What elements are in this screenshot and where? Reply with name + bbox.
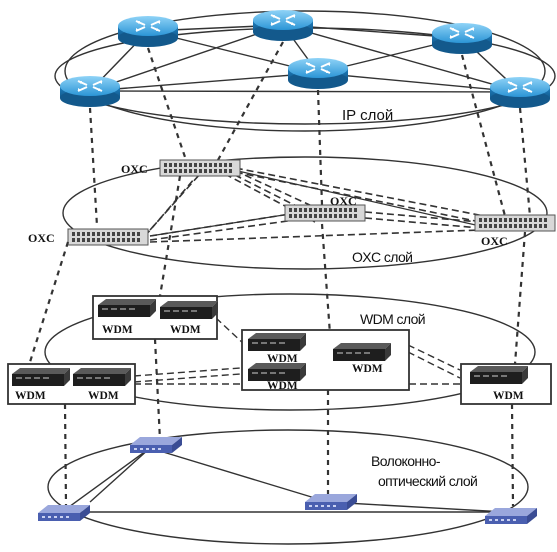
oxc-switch-icon — [474, 214, 556, 232]
oxc-label-1: OXC — [121, 162, 148, 176]
fiber-switch-icon — [130, 437, 182, 453]
oxc-switch-icon — [67, 228, 149, 246]
wdm-to-fiber-links — [63, 338, 515, 507]
wdm-device-icon — [73, 368, 131, 386]
fiber-switch-icon — [305, 494, 357, 510]
oxc-label-3: OXC — [28, 231, 55, 245]
wdm-device-icon — [333, 343, 391, 361]
ip-routers — [59, 9, 551, 109]
oxc-label-2: OXC — [330, 194, 357, 208]
wdm-layer-ring — [44, 293, 536, 411]
wdm-device-icon — [98, 299, 156, 317]
wdm-label-1: WDM — [102, 324, 133, 336]
wdm-device-icon — [470, 366, 528, 384]
wdm-label-8: WDM — [493, 390, 524, 402]
wdm-label-5: WDM — [267, 380, 298, 392]
wdm-label-3: WDM — [267, 353, 298, 365]
wdm-label-4: WDM — [352, 363, 383, 375]
wdm-device-icon — [248, 363, 306, 381]
fiber-layer-label-2: оптический слой — [378, 473, 477, 489]
wdm-layer — [44, 293, 536, 411]
ip-to-oxc-links — [88, 41, 532, 227]
oxc-layer-ring — [62, 156, 548, 270]
router-icon — [287, 57, 349, 90]
fiber-layer-ring — [47, 429, 529, 545]
wdm-device-icon — [12, 368, 70, 386]
wdm-layer-label: WDM слой — [360, 311, 425, 327]
router-icon — [59, 75, 121, 108]
ip-layer-ring — [64, 10, 546, 132]
fiber-switch-icon — [485, 508, 537, 524]
router-icon — [489, 76, 551, 109]
router-icon — [431, 22, 493, 55]
wdm-label-7: WDM — [88, 390, 119, 402]
router-icon — [252, 9, 314, 42]
ip-layer-label: IP слой — [342, 107, 393, 124]
fiber-layer — [47, 429, 529, 545]
oxc-label-4: OXC — [481, 234, 508, 248]
oxc-layer-label: OXC слой — [352, 249, 412, 265]
fiber-layer-label-1: Волоконно- — [371, 453, 441, 469]
wdm-device-icon — [160, 301, 218, 319]
router-icon — [117, 15, 179, 48]
wdm-label-6: WDM — [15, 390, 46, 402]
wdm-label-2: WDM — [170, 324, 201, 336]
fiber-switch-icon — [38, 505, 90, 521]
oxc-switch-icon — [159, 159, 241, 177]
oxc-to-wdm-links — [28, 175, 527, 365]
wdm-device-icon — [248, 333, 306, 351]
